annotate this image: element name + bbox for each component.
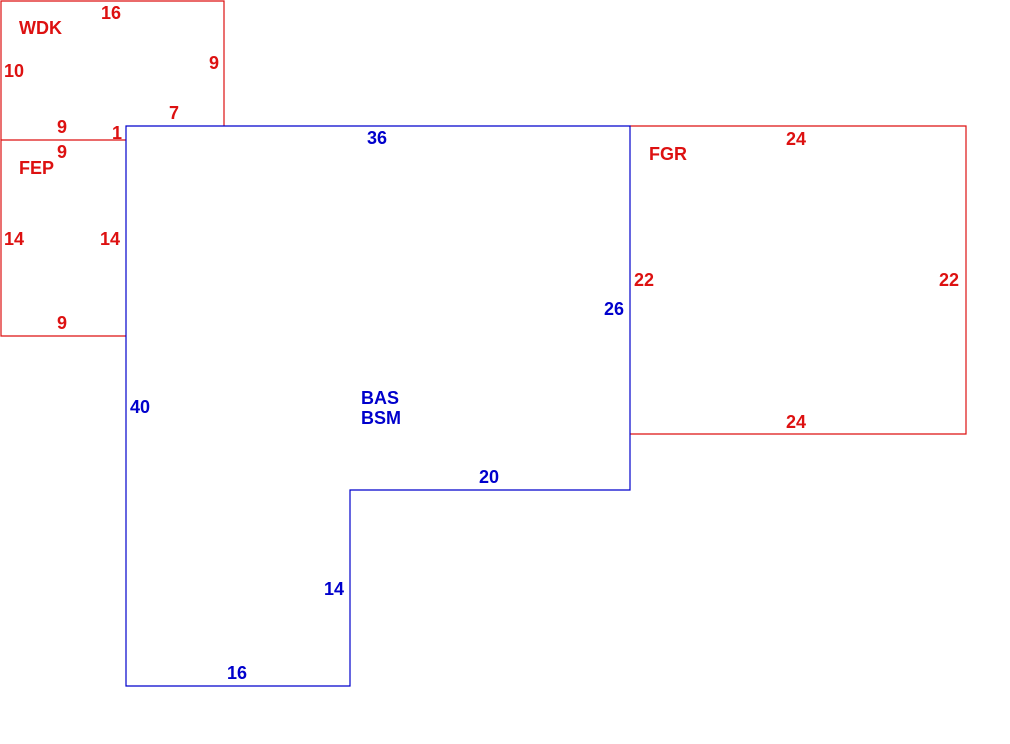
wdk-dim-bottom-small: 1 [112, 123, 122, 143]
fep-dim-right: 14 [100, 229, 120, 249]
bas-area-code: BAS [361, 388, 399, 408]
fgr-area-code: FGR [649, 144, 687, 164]
fgr-dim-bottom: 24 [786, 412, 806, 432]
wdk-outline [0, 0, 225, 140]
wdk-dim-top: 16 [101, 3, 121, 23]
wdk-dim-left: 10 [4, 61, 24, 81]
fep-outline [0, 139, 126, 337]
fgr-dim-left: 22 [634, 270, 654, 290]
wdk-dim-bottom-right: 7 [169, 103, 179, 123]
fep-area-code: FEP [19, 158, 54, 178]
wdk-dim-right: 9 [209, 53, 219, 73]
bas-dim-notch-top: 20 [479, 467, 499, 487]
fgr-outline [630, 125, 967, 435]
fep-dim-bottom: 9 [57, 313, 67, 333]
fgr-dim-top: 24 [786, 129, 806, 149]
fgr-dim-right: 22 [939, 270, 959, 290]
bas-outline [125, 125, 631, 687]
bas-dim-left: 40 [130, 397, 150, 417]
fep-dim-top: 9 [57, 142, 67, 162]
fep-dim-left: 14 [4, 229, 24, 249]
bas-dim-top: 36 [367, 128, 387, 148]
bsm-area-code: BSM [361, 408, 401, 428]
wdk-dim-bottom: 9 [57, 117, 67, 137]
bas-dim-bottom: 16 [227, 663, 247, 683]
wdk-area-code: WDK [19, 18, 62, 38]
bas-dim-right: 26 [604, 299, 624, 319]
bas-dim-notch-side: 14 [324, 579, 344, 599]
